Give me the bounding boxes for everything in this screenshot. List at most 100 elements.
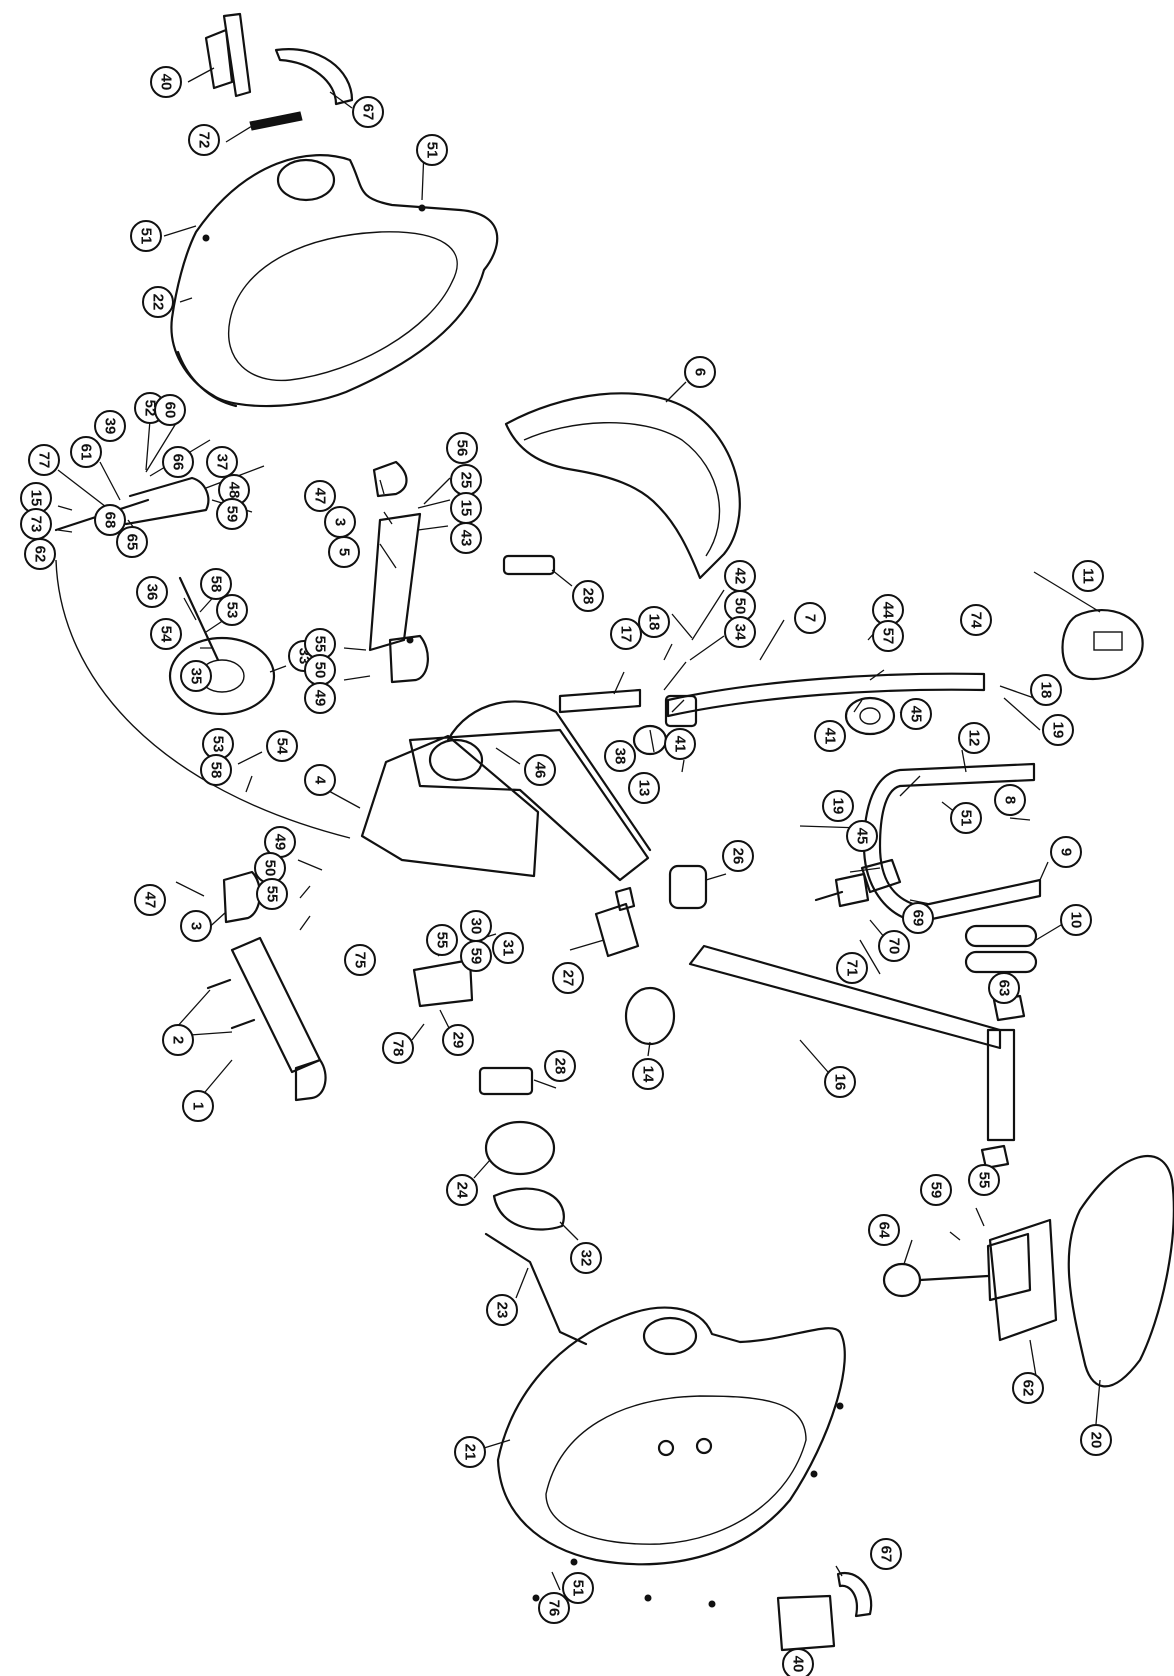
- callout-circle: [200, 568, 232, 600]
- callout-circle: [822, 790, 854, 822]
- callout-number: 62: [1020, 1380, 1037, 1397]
- part-main-frame: [360, 728, 650, 882]
- callout-number: 50: [732, 598, 749, 615]
- callout-number: 11: [1080, 568, 1097, 584]
- callout-circle: [878, 930, 910, 962]
- callout-circle: [824, 1066, 856, 1098]
- callout-circle: [538, 1592, 570, 1624]
- callout-number: 20: [1088, 1432, 1105, 1449]
- callout-number: 55: [434, 932, 451, 949]
- callout-number: 39: [102, 418, 119, 435]
- callout-circle: [352, 96, 384, 128]
- part-shell-upper: [170, 154, 499, 408]
- callout-circle: [968, 1164, 1000, 1196]
- callout-circle: [150, 618, 182, 650]
- callout-circle: [552, 962, 584, 994]
- callout-circle: [304, 682, 336, 714]
- callout-number: 63: [996, 980, 1013, 997]
- callout-circle: [994, 784, 1026, 816]
- leader-lines: [57, 67, 1101, 1661]
- callout-circle: [638, 606, 670, 638]
- callout-number: 50: [312, 662, 329, 679]
- part-callout: 53: [216, 594, 248, 626]
- callout-number: 55: [976, 1172, 993, 1189]
- part-callout: 18: [638, 606, 670, 638]
- part-sleeve-ring: [624, 986, 676, 1046]
- part-callout: 38: [604, 740, 636, 772]
- part-bearing-stack-upper: [502, 554, 556, 576]
- callout-number: 38: [612, 748, 629, 765]
- part-adjust-knob: [594, 886, 640, 958]
- part-screws: [202, 204, 844, 1608]
- callout-circle: [454, 1436, 486, 1468]
- callout-number: 36: [144, 584, 161, 601]
- callout-number: 21: [462, 1444, 479, 1461]
- part-callout: 49: [304, 682, 336, 714]
- part-shell-lower-port-b: [695, 1437, 713, 1455]
- part-callout: 76: [538, 1592, 570, 1624]
- callout-circle: [572, 580, 604, 612]
- callout-number: 44: [880, 602, 897, 619]
- part-shell-upper-hole: [276, 158, 336, 202]
- part-callout: 21: [454, 1436, 486, 1468]
- part-frame-tube: [446, 700, 652, 852]
- part-callout: 71: [836, 952, 868, 984]
- callout-circle: [162, 446, 194, 478]
- callout-number: 4: [312, 776, 329, 785]
- part-end-cap-bottom: [776, 1594, 836, 1652]
- part-callout: 23: [486, 1294, 518, 1326]
- part-callout: 41: [814, 720, 846, 752]
- callout-number: 19: [1050, 722, 1067, 739]
- part-callout: 51: [950, 802, 982, 834]
- callout-circle: [664, 728, 696, 760]
- callout-number: 67: [360, 104, 377, 121]
- callout-number: 46: [532, 762, 549, 779]
- callout-number: 28: [580, 588, 597, 605]
- part-callout: 69: [902, 902, 934, 934]
- part-callout: 62: [24, 538, 56, 570]
- part-callout: 55: [304, 628, 336, 660]
- part-callout: 68: [94, 504, 126, 536]
- callout-number: 61: [78, 444, 95, 461]
- callout-number: 31: [500, 940, 517, 957]
- part-callout: 15: [450, 492, 482, 524]
- callout-circle: [902, 902, 934, 934]
- part-handlebar-sensor: [860, 858, 902, 894]
- part-callout: 67: [352, 96, 384, 128]
- part-shell-lower-port-a: [657, 1439, 675, 1457]
- part-callout: 41: [664, 728, 696, 760]
- part-callout: 50: [724, 590, 756, 622]
- callout-circle: [1050, 836, 1082, 868]
- callout-circle: [200, 754, 232, 786]
- callout-circle: [130, 220, 162, 252]
- part-flywheel-cover: [504, 392, 741, 580]
- callout-number: 18: [646, 614, 663, 631]
- part-callout: 40: [782, 1648, 814, 1676]
- part-callout: 60: [154, 394, 186, 426]
- part-callout: 14: [632, 1058, 664, 1090]
- part-shell-upper-inner: [227, 231, 458, 382]
- callout-number: 5: [336, 548, 353, 556]
- callout-number: 16: [832, 1074, 849, 1091]
- callout-circle: [836, 952, 868, 984]
- part-callout: 20: [1080, 1424, 1112, 1456]
- part-callout: 43: [450, 522, 482, 554]
- part-callout: 31: [492, 932, 524, 964]
- callout-circle: [134, 884, 166, 916]
- callout-circle: [180, 660, 212, 692]
- part-grip-pad-top: [249, 111, 303, 131]
- callout-circle: [544, 1050, 576, 1082]
- part-callout: 55: [426, 924, 458, 956]
- callout-number: 51: [570, 1580, 587, 1597]
- callout-number: 47: [312, 488, 329, 505]
- part-callout: 1: [182, 1090, 214, 1122]
- part-callout: 65: [116, 526, 148, 558]
- part-callout: 45: [900, 698, 932, 730]
- part-tube-sleeve: [668, 864, 708, 910]
- callout-circle: [684, 356, 716, 388]
- callout-circle: [1030, 674, 1062, 706]
- callout-number: 14: [640, 1066, 657, 1083]
- part-callout: 55: [968, 1164, 1000, 1196]
